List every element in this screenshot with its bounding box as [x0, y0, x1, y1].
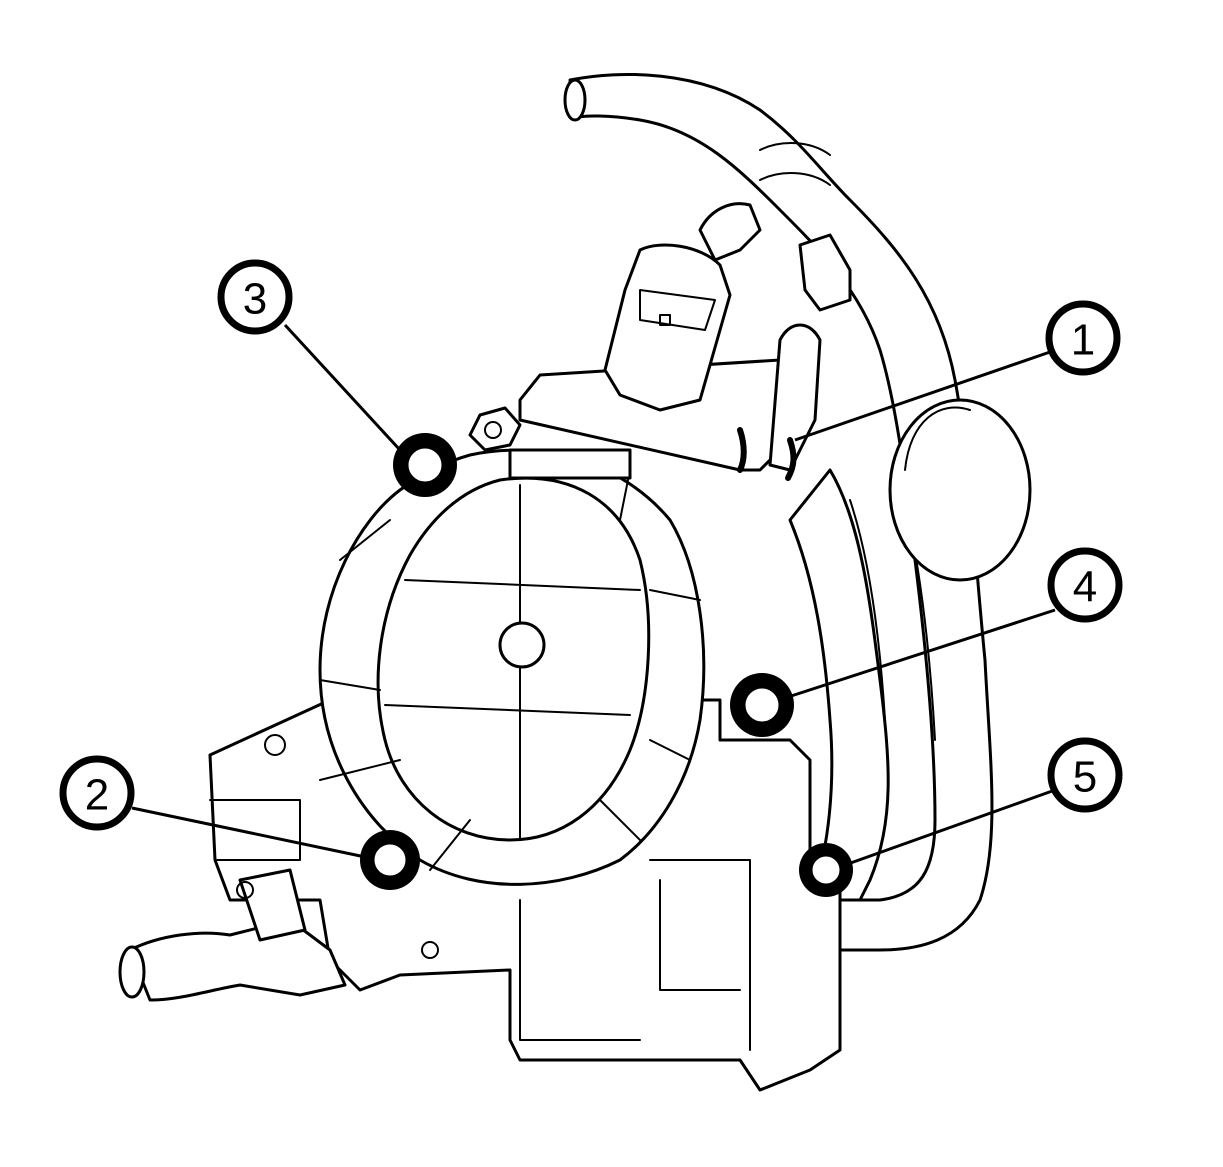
- callout-4-label: 4: [1073, 563, 1097, 612]
- callout-2: 2: [59, 755, 135, 831]
- leader-3: [283, 323, 402, 452]
- callout-1-label: 1: [1071, 316, 1095, 365]
- rear-motor-housing: [888, 398, 1032, 582]
- leader-4: [784, 608, 1056, 700]
- connector: [798, 233, 852, 312]
- leader-5: [844, 788, 1056, 867]
- fastener-2: [360, 830, 420, 890]
- callout-1: 1: [1045, 300, 1121, 376]
- cover-tab-top: [508, 448, 632, 480]
- callout-3-label: 3: [243, 275, 267, 324]
- upper-bracket: [468, 202, 852, 472]
- callout-5-label: 5: [1073, 753, 1097, 802]
- fastener-4: [730, 673, 794, 737]
- cover-center-hole: [498, 621, 546, 669]
- inlet-pipe-left: [118, 868, 347, 1002]
- leader-1: [794, 350, 1051, 442]
- callout-4: 4: [1047, 547, 1123, 623]
- callout-5: 5: [1047, 737, 1123, 813]
- fastener-3: [393, 433, 457, 497]
- leader-2: [131, 806, 371, 860]
- hose-end-top: [563, 78, 587, 122]
- callout-2-label: 2: [85, 771, 109, 820]
- hex-nut: [468, 406, 522, 452]
- fastener-5: [799, 843, 853, 897]
- callout-3: 3: [217, 259, 293, 335]
- blower-cover: [318, 448, 706, 886]
- clip-1: [737, 427, 747, 473]
- hose-small: [768, 323, 822, 472]
